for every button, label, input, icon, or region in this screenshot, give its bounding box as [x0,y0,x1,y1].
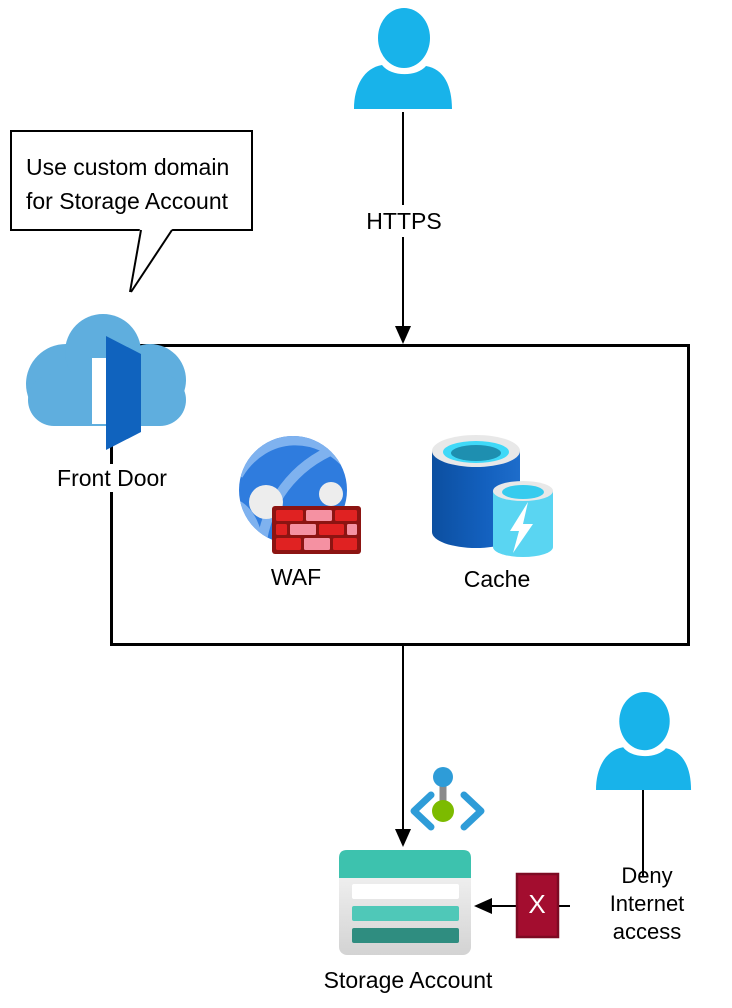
deny-line2: Internet access [609,891,685,944]
https-label: HTTPS [361,207,447,235]
arrowhead-left-deny [474,898,492,914]
deny-x-badge [515,872,560,939]
user-icon [596,692,692,790]
waf-globe-firewall-icon [239,436,361,554]
front-door-label: Front Door [52,464,172,492]
callout-text: Use custom domain for Storage Account [26,150,229,218]
callout-line1: Use custom domain [26,154,230,180]
deny-label: Deny Internet access [605,862,690,946]
arrowhead-down-storage [395,829,411,847]
code-brackets-icon [410,767,485,831]
arrowhead-down-top [395,326,411,344]
storage-account-icon [339,850,471,955]
cache-label: Cache [463,566,531,592]
callout-line2: for Storage Account [26,188,229,214]
deny-line1: Deny [621,863,673,888]
cache-cylinders-icon [432,435,553,557]
front-door-boundary-box [110,344,690,646]
callout-bubble [10,130,253,293]
deny-x-mark: X [528,889,546,919]
user-icon [354,8,452,109]
door-leaf [106,336,141,450]
firewall-bricks [272,506,361,554]
lightning-bolt-icon [510,502,533,553]
waf-label: WAF [270,564,322,590]
storage-account-label: Storage Account [323,967,493,993]
front-door-cloud-icon [26,314,186,450]
